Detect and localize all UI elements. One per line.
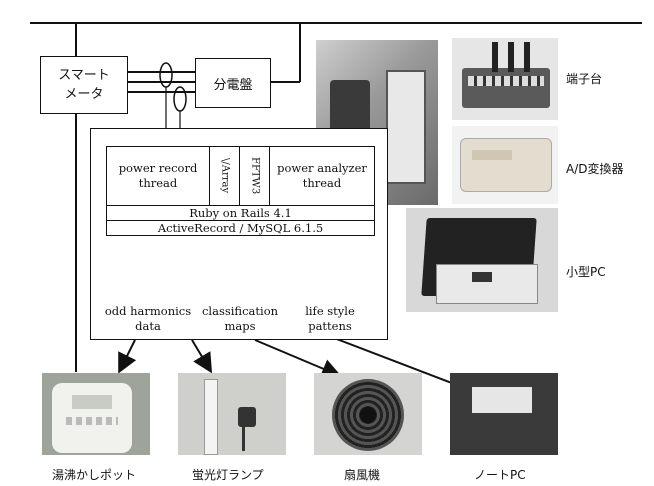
smart-meter-box: スマート メータ (40, 56, 128, 114)
database-layer: ActiveRecord / MySQL 6.1.5 (106, 220, 375, 236)
ad-converter-label: A/D変換器 (566, 160, 624, 177)
small-pc-label: 小型PC (566, 263, 606, 280)
distribution-panel-box: 分電盤 (195, 58, 271, 108)
power-record-thread: power record thread (106, 146, 210, 206)
kettle-label: 湯沸かしポット (52, 466, 136, 483)
laptop-photo (450, 373, 558, 455)
laptop-label: ノートPC (474, 466, 526, 483)
lamp-label: 蛍光灯ランプ (192, 466, 264, 483)
fan-label: 扇風機 (344, 466, 380, 483)
rails-framework-layer: Ruby on Rails 4.1 (106, 205, 375, 221)
odd-harmonics-data-label: odd harmonics data (103, 304, 193, 334)
classification-maps-label: classification maps (195, 304, 285, 334)
terminal-block-photo (452, 38, 558, 120)
ad-converter-photo (452, 126, 558, 204)
power-analyzer-thread: power analyzer thread (269, 146, 375, 206)
electric-kettle-photo (42, 373, 150, 455)
fftw3-library: FFTW3 (239, 146, 270, 206)
ct-sensor-2 (174, 87, 186, 111)
life-style-patterns-label: life style pattens (285, 304, 375, 334)
varray-library: \/Array (209, 146, 240, 206)
fan-photo (314, 373, 422, 455)
small-pc-photo (406, 208, 558, 312)
fluorescent-lamp-photo (178, 373, 286, 455)
terminal-block-label: 端子台 (566, 70, 602, 87)
ct-sensor-1 (160, 63, 172, 87)
